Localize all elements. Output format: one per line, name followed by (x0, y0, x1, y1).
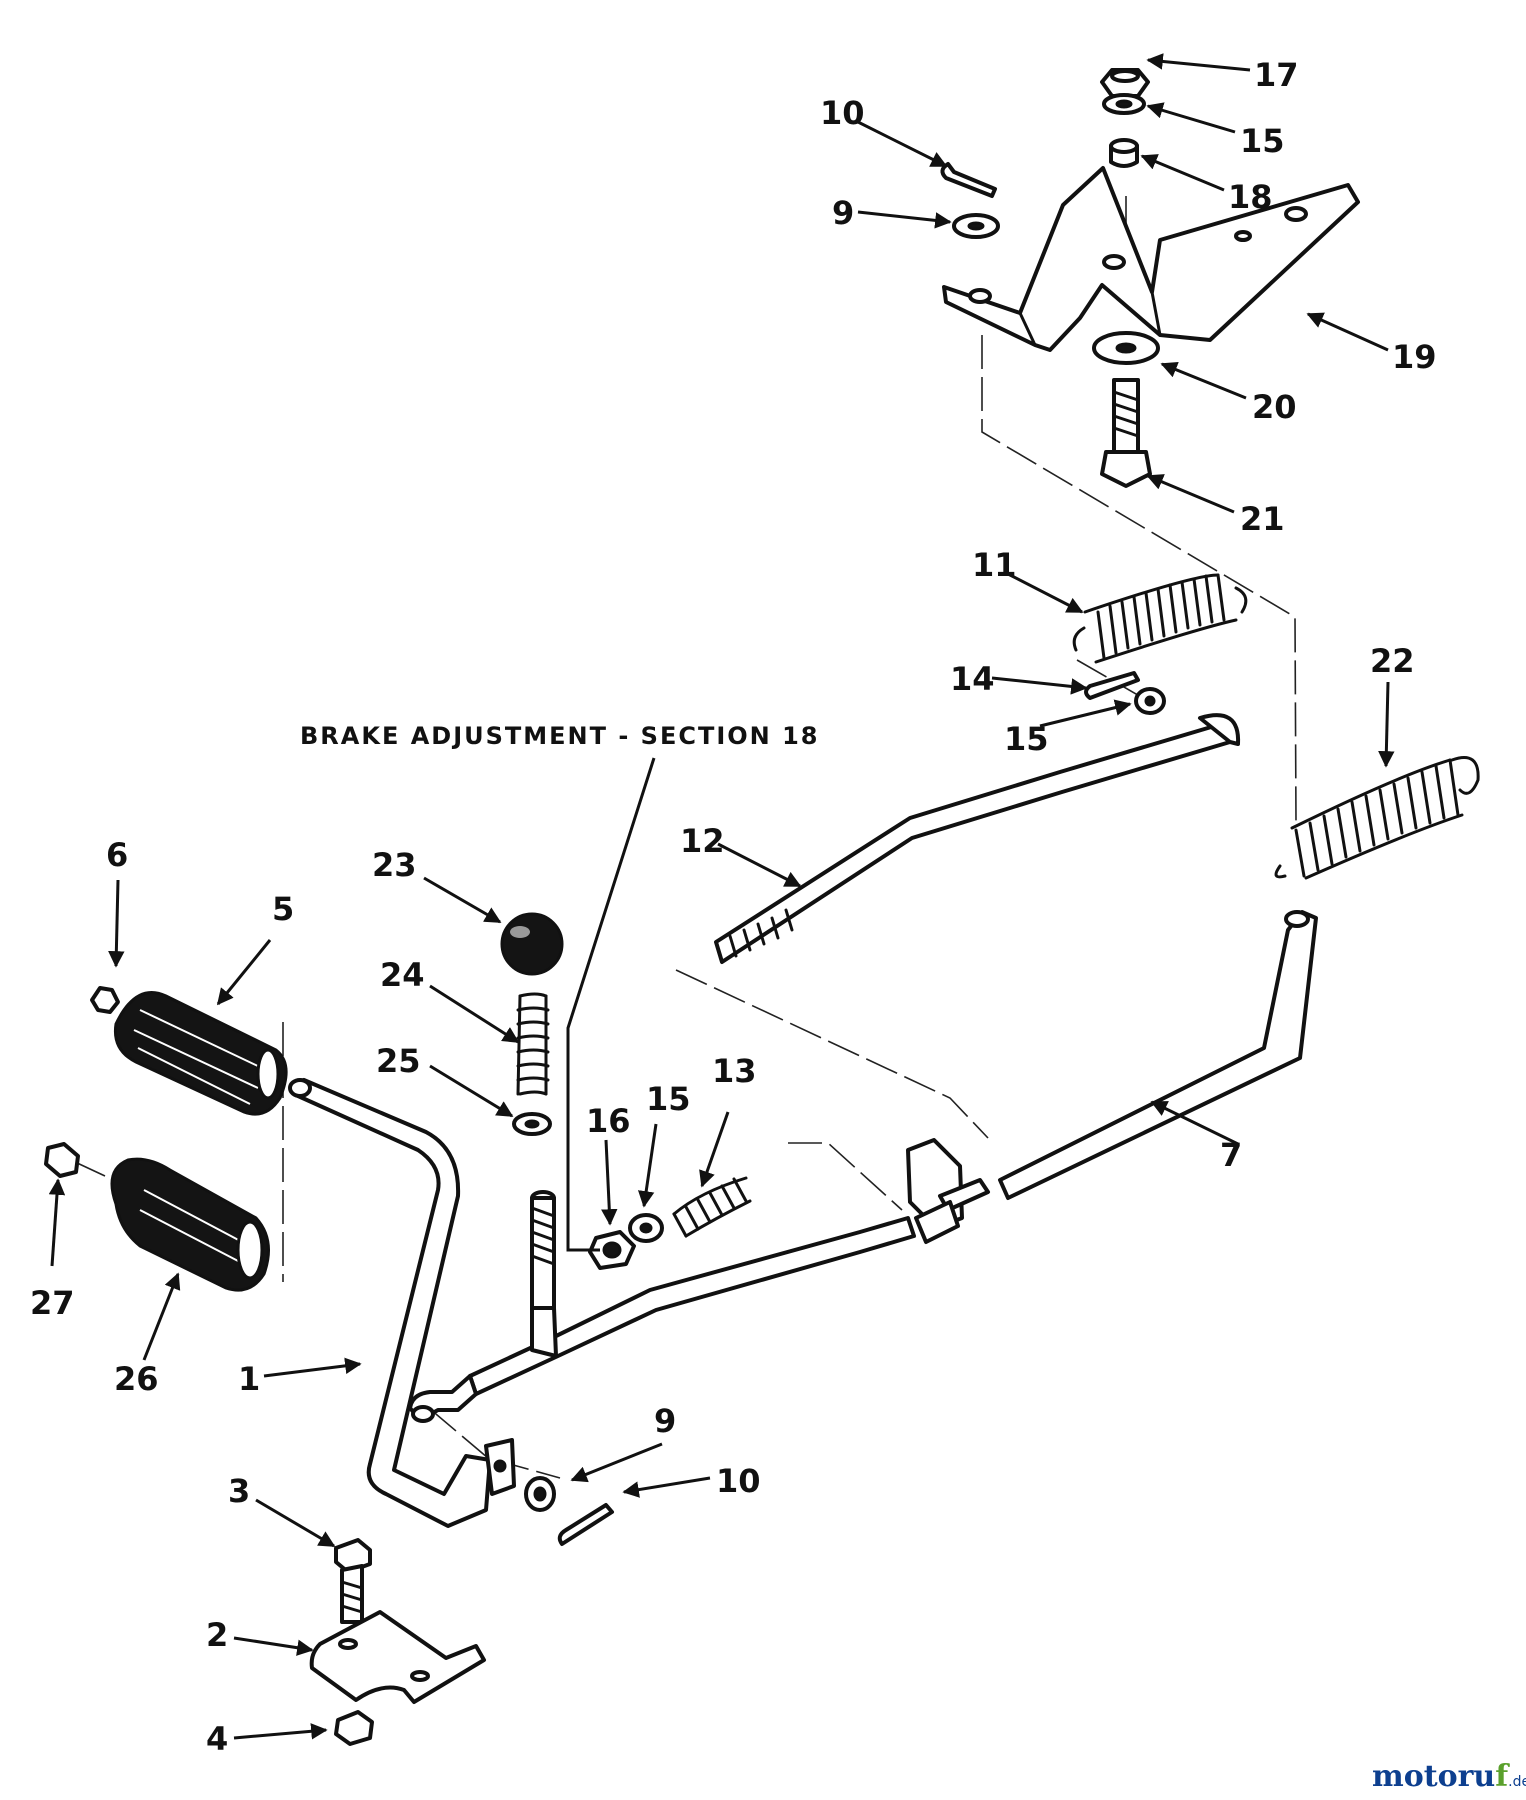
callout-16: 16 (586, 1102, 631, 1140)
callout-18: 18 (1228, 178, 1273, 216)
callout-17: 19 (1392, 338, 1437, 376)
bracket-assembly (942, 166, 1360, 352)
callout-27: 27 (30, 1284, 75, 1322)
rod-7 (998, 910, 1318, 1200)
callout-6: 6 (106, 836, 128, 874)
spring-11 (1072, 573, 1248, 664)
callout-10-lower: 10 (716, 1462, 761, 1500)
spring-22 (1274, 756, 1480, 880)
callout-19: 20 (1252, 388, 1297, 426)
site-watermark: motoruf.de (1372, 1759, 1526, 1794)
watermark-main: motoru (1372, 1759, 1495, 1794)
callout-2: 2 (206, 1616, 228, 1654)
bolt-plate-nut (309, 1538, 486, 1746)
callout-9-top: 9 (832, 194, 854, 232)
callout-15-mid: 15 (646, 1080, 691, 1118)
callout-1: 1 (238, 1360, 260, 1398)
pivot-plate (906, 1138, 990, 1244)
brake-adjustment-note: BRAKE ADJUSTMENT - SECTION 18 (300, 722, 820, 750)
callout-12: 12 (680, 822, 725, 860)
callout-arrows (48, 53, 1395, 1740)
callout-10-top: 10 (820, 94, 865, 132)
lower-washer-and-pin (524, 1476, 614, 1546)
main-rod (468, 1190, 916, 1396)
brake-adjustment-leader (566, 757, 656, 1252)
pin-14-washer-15 (1084, 671, 1166, 715)
nut-washer-spring (588, 1176, 752, 1270)
callout-26: 26 (114, 1360, 159, 1398)
top-washer-and-pin (940, 162, 1000, 239)
callout-3: 3 (228, 1472, 250, 1510)
callout-14: 14 (950, 660, 995, 698)
callout-23: 23 (372, 846, 417, 884)
lower-washer-and-bolt (1092, 331, 1160, 488)
callout-7: 7 (1220, 1136, 1242, 1174)
rod-12 (714, 713, 1241, 964)
callout-25: 25 (376, 1042, 421, 1080)
watermark-accent: f (1495, 1759, 1510, 1794)
callout-15-upper: 15 (1004, 720, 1049, 758)
callout-20: 21 (1240, 500, 1285, 538)
callout-4: 4 (206, 1720, 228, 1758)
callout-13: 13 (712, 1052, 757, 1090)
svg-text:motoruf.de: motoruf.de (1372, 1759, 1526, 1794)
watermark-suffix: .de (1508, 1774, 1526, 1790)
pedal-pads (44, 986, 288, 1292)
callout-15-top: 15 (1240, 122, 1285, 160)
callout-21: 17 (1254, 56, 1299, 94)
callout-24: 24 (380, 956, 425, 994)
callout-11: 11 (972, 546, 1017, 584)
callout-5: 5 (272, 890, 294, 928)
callout-9-lower: 9 (654, 1402, 676, 1440)
callout-22: 22 (1370, 642, 1415, 680)
lever-link (408, 1374, 478, 1423)
callout-labels: 17 15 18 10 9 19 20 21 11 14 15 22 12 7 … (30, 56, 1437, 1758)
pedal-lever-1 (288, 1078, 516, 1528)
top-fasteners (1100, 68, 1150, 168)
knob-assembly (500, 912, 564, 1136)
